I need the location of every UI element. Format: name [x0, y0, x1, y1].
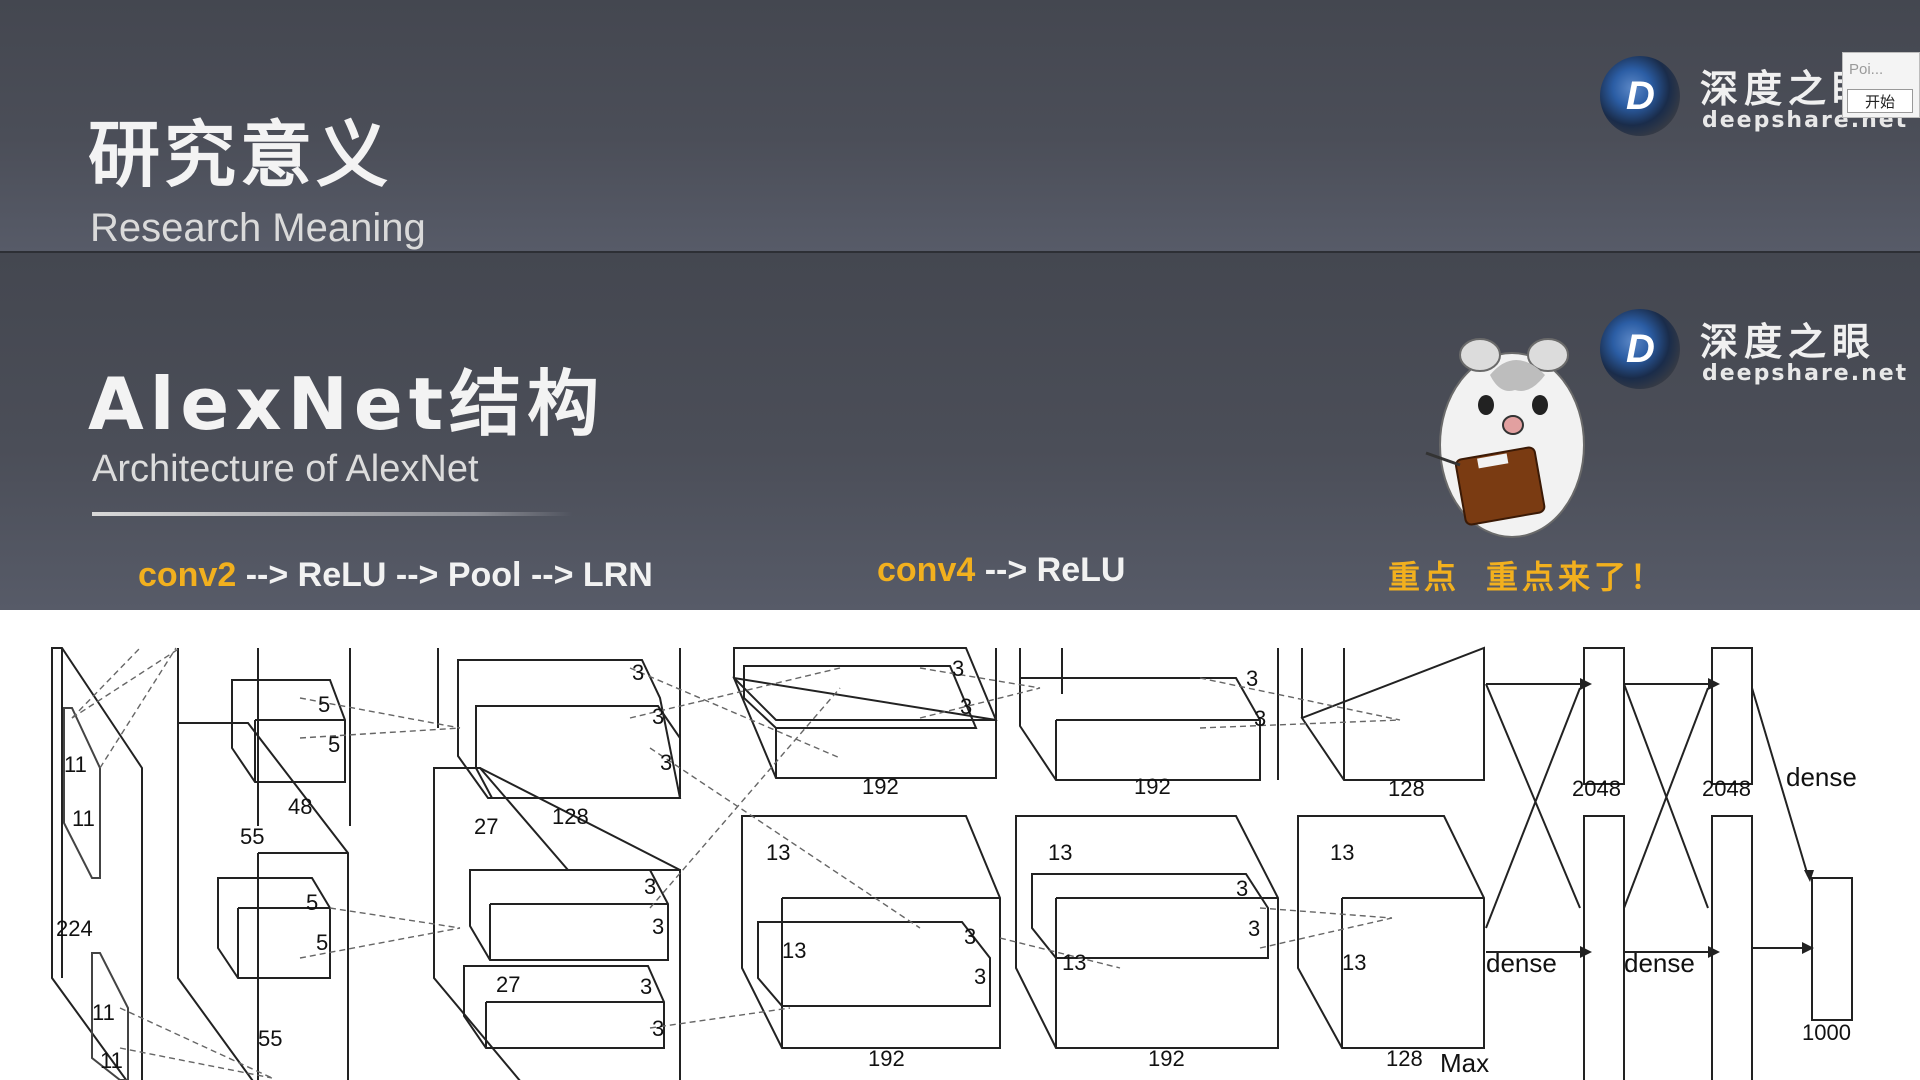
conv2-kernel-label-d: 5 — [316, 930, 328, 955]
conv4-flow-text: --> ReLU — [975, 551, 1126, 589]
logo-mark: D — [1626, 327, 1655, 371]
fc2-depth-label: 2048 — [1702, 776, 1751, 801]
conv5-kernel-label-d: 3 — [1248, 916, 1260, 941]
start-button[interactable]: 开始 — [1847, 89, 1913, 113]
diagram-labels: 11 11 224 11 11 55 55 48 5 5 5 5 27 27 1… — [56, 656, 1857, 1078]
conv2-size-label: 27 — [474, 814, 498, 839]
conv3-kernel-label-c: 3 — [660, 750, 672, 775]
dense-label-1: dense — [1486, 948, 1557, 978]
output-label: 1000 — [1802, 1020, 1851, 1045]
section-title-zh: 研究意义 — [88, 113, 393, 197]
conv3-depth-label: 192 — [862, 774, 899, 799]
emphasis-1: 重点 — [1388, 558, 1461, 596]
conv5-depth-label-b: 128 — [1386, 1046, 1423, 1071]
conv2-flow-note: conv2 --> ReLU --> Pool --> LRN — [138, 556, 653, 595]
conv2-kernel-label: 5 — [318, 692, 330, 717]
logo-name-zh: 深度之眼 — [1700, 67, 1877, 111]
section-title-en: Research Meaning — [90, 206, 426, 250]
top-slide-band — [0, 0, 1920, 251]
conv3-size-label: 13 — [766, 840, 790, 865]
conv2-depth-label: 128 — [552, 804, 589, 829]
input-size-label: 224 — [56, 916, 93, 941]
eye-logo-icon: D — [1600, 309, 1680, 389]
conv5-kernel-label-b: 3 — [1254, 706, 1266, 731]
conv4-kernel-label-c: 3 — [964, 924, 976, 949]
conv4-kernel-label-b: 3 — [960, 694, 972, 719]
max-label: Max — [1440, 1048, 1489, 1078]
conv3-kernel-label-e: 3 — [652, 914, 664, 939]
conv1-size-label-b: 55 — [258, 1026, 282, 1051]
conv4-kernel-label-d: 3 — [974, 964, 986, 989]
conv5-size-label: 13 — [1330, 840, 1354, 865]
brand-logo: D 深度之眼 deepshare.net — [1600, 52, 1910, 142]
conv2-size-label-b: 27 — [496, 972, 520, 997]
input-kernel-label-d: 11 — [100, 1048, 123, 1073]
input-kernel-label-b: 11 — [72, 806, 95, 831]
recorder-widget: Poi... 开始 — [1842, 52, 1920, 118]
logo-name-zh: 深度之眼 — [1700, 320, 1877, 364]
conv2-kernel-label-c: 5 — [306, 890, 318, 915]
conv4-volumes — [1015, 648, 1279, 1049]
alexnet-diagram: 11 11 224 11 11 55 55 48 5 5 5 5 27 27 1… — [51, 646, 1857, 1080]
title-underline — [92, 512, 572, 516]
conv1-depth-label: 48 — [288, 794, 312, 819]
dense-layers — [1485, 647, 1853, 1080]
input-volume — [51, 647, 143, 1080]
fc1-depth-label: 2048 — [1572, 776, 1621, 801]
conv3-depth-label-b: 192 — [868, 1046, 905, 1071]
conv2-volumes — [433, 648, 682, 1080]
slide-title-zh: AlexNet结构 — [88, 362, 606, 446]
conv1-volumes — [177, 648, 351, 1080]
emphasis-2: 重点来了！ — [1486, 558, 1667, 596]
input-kernel-label-c: 11 — [92, 1000, 115, 1025]
conv5-depth-label: 128 — [1388, 776, 1425, 801]
logo-mark: D — [1626, 74, 1655, 118]
main-slide-band — [0, 251, 1920, 610]
eye-logo-icon: D — [1600, 56, 1680, 136]
receptive-field-lines — [71, 647, 1401, 1079]
conv3-kernel-label: 3 — [632, 660, 644, 685]
logo-name-en: deepshare.net — [1702, 361, 1909, 386]
conv2-flow-text: --> ReLU --> Pool --> LRN — [236, 556, 653, 594]
slide-title-en: Architecture of AlexNet — [92, 448, 479, 490]
conv4-size-label: 13 — [1048, 840, 1072, 865]
conv4-kernel-label: 3 — [952, 656, 964, 681]
brand-logo-secondary: D 深度之眼 deepshare.net — [1600, 305, 1910, 395]
dense-label-2: dense — [1624, 948, 1695, 978]
conv5-kernel-label-c: 3 — [1236, 876, 1248, 901]
conv2-highlight: conv2 — [138, 556, 237, 594]
conv4-depth-label: 192 — [1134, 774, 1171, 799]
conv3-size-label-b: 13 — [782, 938, 806, 963]
conv3-kernel-label-f: 3 — [640, 974, 652, 999]
input-kernel-label: 11 — [64, 752, 87, 777]
hamster-mascot-icon — [1425, 338, 1585, 538]
conv5-size-label-b: 13 — [1342, 950, 1366, 975]
emphasis-note: 重点重点来了！ — [1388, 552, 1666, 598]
conv4-flow-note: conv4 --> ReLU — [877, 551, 1125, 590]
recorder-label: Poi... — [1849, 61, 1884, 78]
arrow-heads — [1580, 678, 1814, 958]
conv4-size-label-b: 13 — [1062, 950, 1086, 975]
conv5-volumes — [1297, 646, 1485, 1049]
conv1-size-label: 55 — [240, 824, 264, 849]
conv3-kernel-label-g: 3 — [652, 1016, 664, 1041]
conv2-kernel-label-b: 5 — [328, 732, 340, 757]
conv4-depth-label-b: 192 — [1148, 1046, 1185, 1071]
conv4-highlight: conv4 — [877, 551, 976, 589]
conv5-kernel-label: 3 — [1246, 666, 1258, 691]
conv3-volumes — [732, 647, 1001, 1049]
conv3-kernel-label-d: 3 — [644, 874, 656, 899]
dense-label-3: dense — [1786, 762, 1857, 792]
conv3-kernel-label-b: 3 — [652, 704, 664, 729]
